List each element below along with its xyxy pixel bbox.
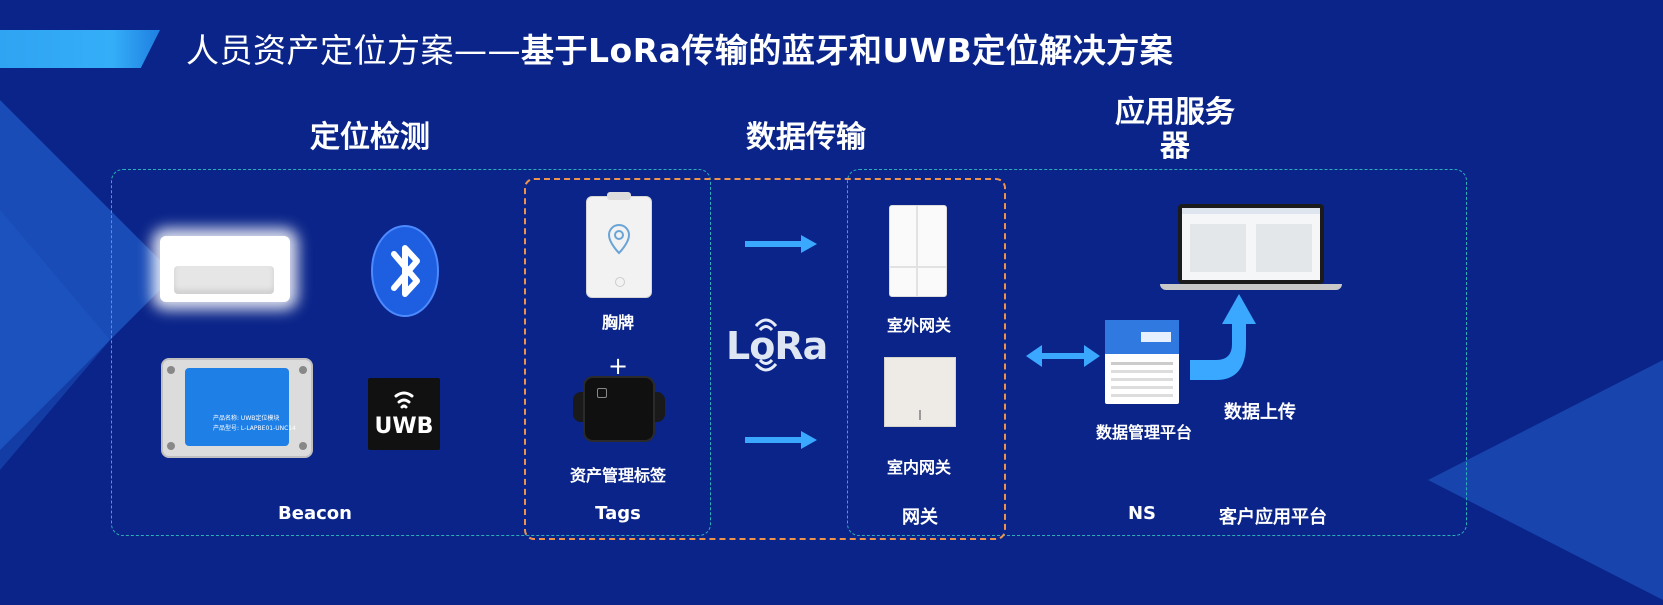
asset-tag-label: 资产管理标签 — [569, 466, 666, 485]
indoor-gateway-label: 室内网关 — [886, 458, 951, 477]
uwb-device-image: 产品名称: UWB定位模块 产品型号: L-LAPBE01-UNC14 — [161, 358, 313, 458]
uwb-logo-text: UWB — [374, 414, 434, 439]
column-label-beacon: Beacon — [278, 503, 352, 524]
upload-arrow-icon — [1190, 294, 1256, 380]
outdoor-gateway-image — [889, 205, 947, 297]
uwb-device-label: 产品名称: UWB定位模块 产品型号: L-LAPBE01-UNC14 — [213, 415, 296, 432]
section-title-transmission: 数据传输 — [746, 120, 866, 155]
lora-logo: LoRa — [726, 312, 832, 378]
badge-label: 胸牌 — [601, 313, 634, 332]
bidirectional-arrow-icon — [1026, 345, 1100, 367]
outdoor-gateway-label: 室外网关 — [886, 316, 951, 335]
lora-transmission-box — [524, 178, 1006, 540]
title-accent-bar — [0, 30, 160, 68]
page-title: 人员资产定位方案——基于LoRa传输的蓝牙和UWB定位解决方案 — [186, 24, 1173, 72]
location-pin-icon — [607, 223, 631, 255]
bluetooth-icon — [371, 225, 439, 317]
page-title-main: 基于LoRa传输的蓝牙和UWB定位解决方案 — [521, 31, 1174, 70]
gateway-server-box — [847, 169, 1467, 536]
uwb-logo: UWB — [368, 378, 440, 450]
badge-device-image — [586, 192, 652, 298]
background-triangle-left — [0, 100, 175, 450]
plus-sign: + — [607, 352, 629, 380]
laptop-image — [1160, 204, 1342, 294]
asset-tag-device-image — [573, 378, 665, 440]
uwb-wifi-icon — [394, 391, 414, 409]
data-upload-label: 数据上传 — [1224, 402, 1296, 423]
data-platform-label: 数据管理平台 — [1095, 423, 1192, 442]
section-title-server: 应用服务器 — [1115, 95, 1235, 164]
column-label-gateway: 网关 — [902, 507, 938, 528]
beacon-device-image — [160, 236, 290, 302]
arrow-right-bottom-icon — [745, 431, 817, 449]
column-label-ns: NS — [1127, 503, 1157, 524]
data-platform-screenshot — [1105, 320, 1179, 404]
beacon-tags-box — [111, 169, 711, 536]
lora-wave-icon — [754, 318, 778, 372]
section-title-detection: 定位检测 — [310, 120, 430, 155]
arrow-right-top-icon — [745, 235, 817, 253]
column-label-client-platform: 客户应用平台 — [1219, 507, 1327, 528]
lora-logo-text: LoRa — [726, 324, 828, 368]
background-triangle-left-inner — [0, 210, 110, 470]
column-label-tags: Tags — [595, 503, 641, 524]
indoor-gateway-image — [884, 357, 956, 427]
background-triangle-right — [1428, 360, 1663, 600]
page-title-prefix: 人员资产定位方案—— — [186, 31, 521, 70]
